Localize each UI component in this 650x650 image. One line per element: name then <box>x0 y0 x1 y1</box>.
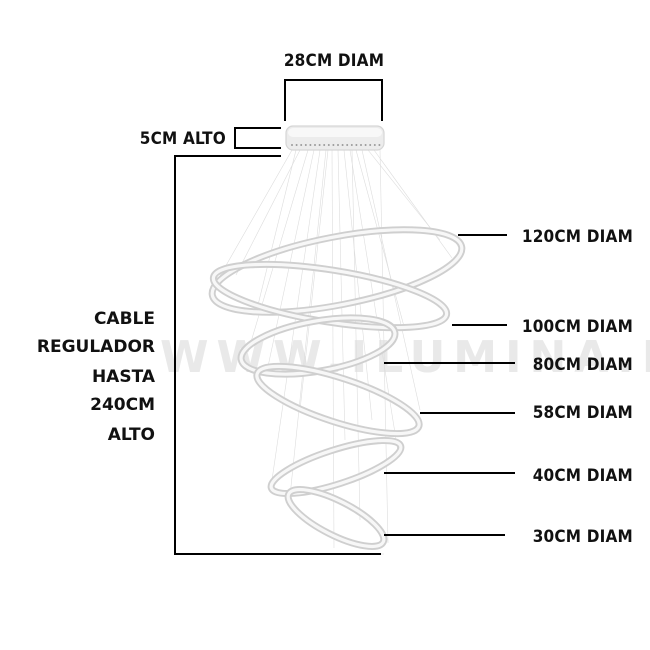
canopy-dot <box>369 144 372 146</box>
ring-120-label: 120CM DIAM <box>522 227 633 247</box>
canopy-dot <box>360 144 362 146</box>
ring-30 <box>284 486 388 550</box>
ring-40 <box>267 436 405 498</box>
canopy-dot <box>304 144 307 146</box>
canopy-dot <box>327 144 330 146</box>
cable-wire <box>351 149 361 521</box>
top-diameter-bracket <box>284 79 383 121</box>
cable-wire <box>355 149 406 331</box>
cable-label-line-2: REGULADOR <box>37 337 155 357</box>
ring-30-label: 30CM DIAM <box>533 527 633 547</box>
cable-length-label: CABLE REGULADOR HASTA 240CM ALTO <box>37 309 156 445</box>
canopy-dot <box>341 144 344 146</box>
canopy-dot <box>332 144 335 146</box>
top-diameter-label: 28CM DIAM <box>284 51 384 71</box>
canopy-dot <box>337 144 339 146</box>
ring-120 <box>208 226 466 316</box>
canopy-dot <box>291 144 293 146</box>
canopy-dot <box>364 144 367 146</box>
ring-80-label: 80CM DIAM <box>533 355 633 375</box>
cable-label-line-4: 240CM <box>90 395 155 415</box>
canopy-dot <box>373 144 376 146</box>
ceiling-canopy <box>285 125 385 151</box>
cable-wire <box>257 149 297 306</box>
canopy-dot <box>309 144 312 146</box>
ring-group <box>208 226 466 550</box>
canopy-dot <box>355 144 358 146</box>
canopy-dot <box>350 144 353 146</box>
canopy-dot <box>378 144 381 146</box>
canopy-dots <box>291 144 381 146</box>
height-bracket <box>234 127 281 149</box>
cable-label-line-5: ALTO <box>108 425 155 445</box>
cable-label-line-3: HASTA <box>92 367 156 387</box>
cable-label-line-1: CABLE <box>94 309 155 329</box>
ring-40-label: 40CM DIAM <box>533 466 633 486</box>
canopy-dot <box>314 144 316 146</box>
canopy-dot <box>295 144 298 146</box>
canopy-dot <box>323 144 326 146</box>
cable-wire <box>235 149 301 276</box>
ring-58-label: 58CM DIAM <box>533 403 633 423</box>
canopy-dot <box>318 144 321 146</box>
cable-length-bracket <box>174 155 381 555</box>
cable-wire <box>337 149 346 441</box>
cable-wire <box>331 149 335 549</box>
ring-100-label: 100CM DIAM <box>522 317 633 337</box>
ring-100 <box>209 260 451 332</box>
canopy-dot <box>300 144 303 146</box>
cable-wire <box>373 149 453 259</box>
canopy-dot <box>346 144 349 146</box>
height-label: 5CM ALTO <box>140 129 226 149</box>
ring-58 <box>253 362 423 438</box>
cable-wire <box>343 149 373 421</box>
